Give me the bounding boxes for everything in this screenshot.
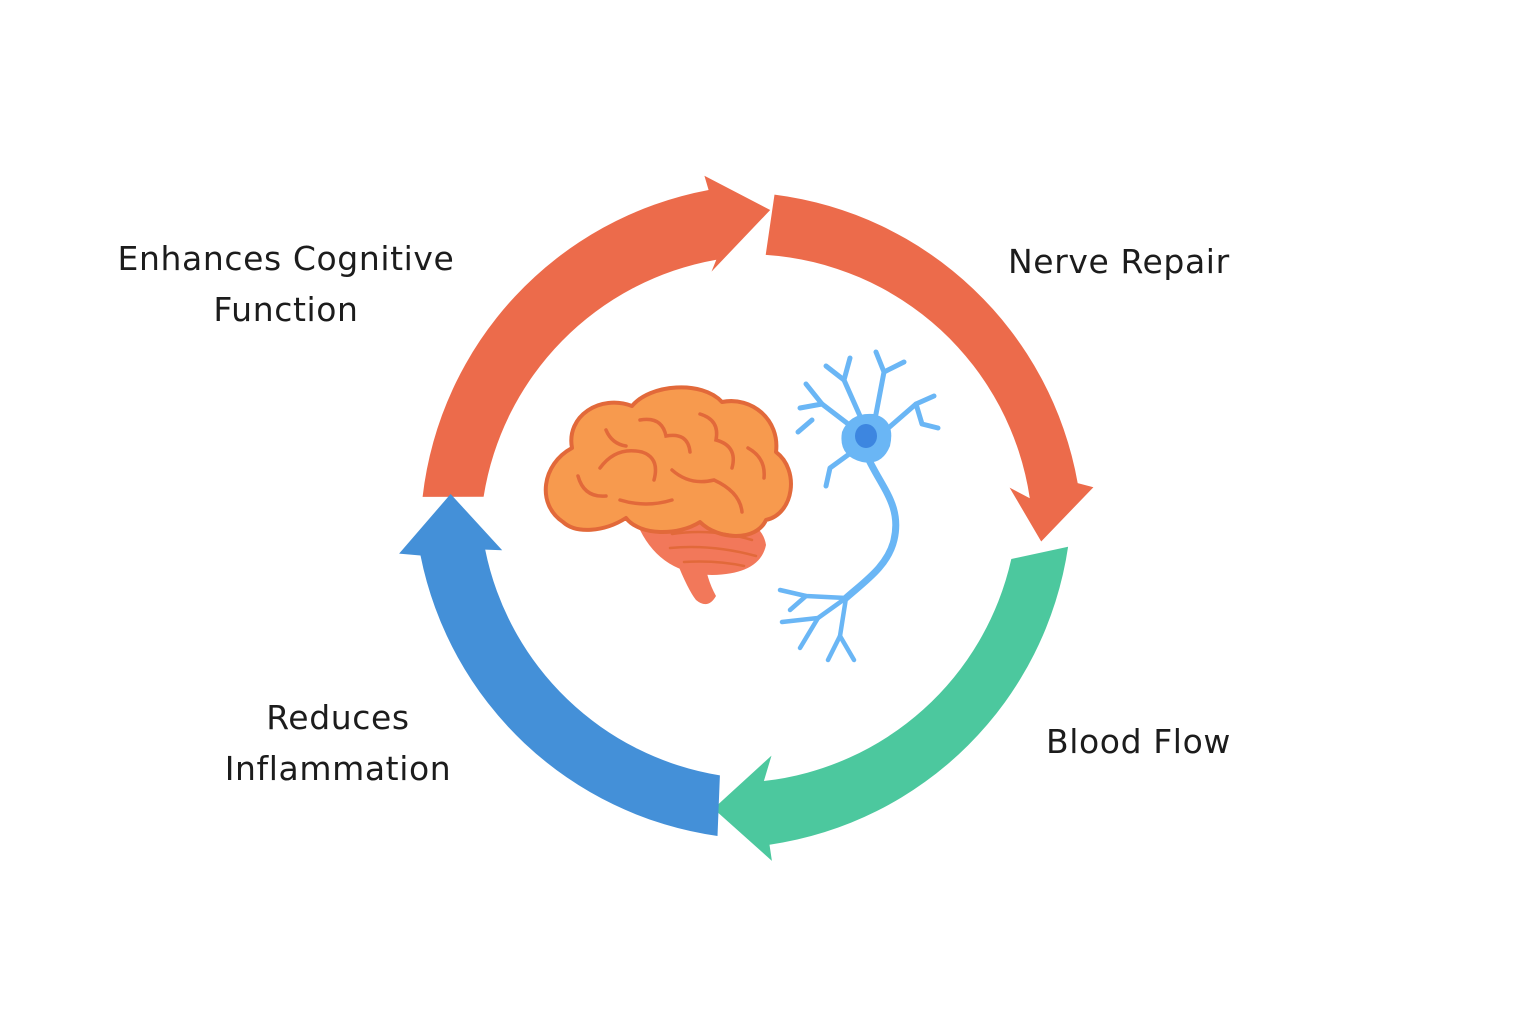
cerebellum-lines (668, 530, 758, 568)
arrow-top-left (422, 175, 771, 497)
stage-label-cognitive: Enhances Cognitive Function (60, 233, 512, 335)
arrow-top-right (765, 194, 1094, 542)
stage-label-line: Reduces (266, 698, 410, 737)
cycle-arrows (399, 175, 1094, 861)
arrow-bottom-left (399, 494, 720, 836)
stage-label-nerve-repair: Nerve Repair (1008, 236, 1230, 287)
arrow-bottom-right (713, 546, 1069, 861)
stage-label-line: Blood Flow (1046, 722, 1231, 761)
brain-cerebrum (543, 385, 793, 538)
stage-label-inflammation: Reduces Inflammation (188, 692, 488, 794)
neuron-icon (777, 349, 941, 663)
stage-label-line: Nerve Repair (1008, 242, 1230, 281)
neuron-nucleus (855, 424, 877, 448)
stage-label-line: Enhances Cognitive (117, 239, 455, 278)
axon-terminals (777, 587, 857, 663)
stage-label-blood-flow: Blood Flow (1046, 716, 1231, 767)
neuron-axon (842, 454, 900, 602)
stage-label-line: Function (213, 290, 359, 329)
brain-icon (543, 385, 793, 605)
neuron-dendrites (795, 349, 941, 489)
brain-folds (576, 412, 766, 514)
stage-label-line: Inflammation (224, 749, 452, 788)
